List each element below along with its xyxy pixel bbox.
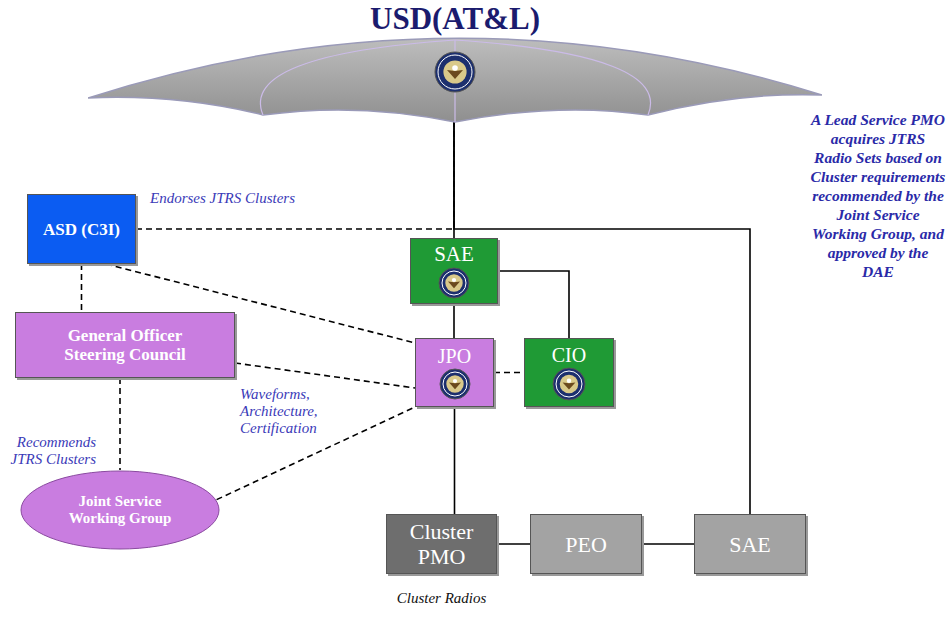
seal-head bbox=[567, 378, 571, 382]
seal-head bbox=[452, 278, 456, 282]
solid-connector bbox=[453, 304, 455, 338]
dashed-connector bbox=[136, 120, 454, 229]
group-ellipse: Joint Service Working Group bbox=[20, 470, 220, 550]
seal-eagle bbox=[449, 382, 461, 389]
org-box: Cluster PMO bbox=[386, 514, 497, 574]
org-box: SAE bbox=[410, 238, 498, 304]
node-label: ASD (C3I) bbox=[43, 220, 120, 239]
solid-connector bbox=[454, 120, 750, 514]
node-label: Joint Service Working Group bbox=[50, 493, 190, 527]
umbrella-rib bbox=[455, 40, 651, 115]
seal-outer bbox=[553, 368, 585, 400]
seal-head bbox=[452, 378, 456, 382]
org-box: SAE bbox=[694, 514, 806, 574]
seal-outer bbox=[440, 369, 470, 399]
side-note: A Lead Service PMO acquires JTRS Radio S… bbox=[810, 110, 946, 281]
seal-field bbox=[560, 374, 579, 393]
solid-connector bbox=[454, 407, 456, 514]
seal-field bbox=[443, 60, 466, 83]
ellipse-shape bbox=[21, 471, 219, 549]
node-label: PEO bbox=[565, 532, 607, 557]
seal-ring bbox=[443, 372, 467, 396]
seal-field bbox=[446, 375, 463, 392]
connector-label: Recommends JTRS Clusters bbox=[8, 434, 96, 468]
node-label: CIO bbox=[552, 344, 586, 366]
org-box: CIO bbox=[524, 338, 614, 407]
seal-head bbox=[452, 65, 458, 71]
umbrella-rib bbox=[260, 40, 455, 115]
seal-outer bbox=[435, 52, 475, 92]
node-label: SAE bbox=[729, 532, 771, 557]
org-box: General Officer Steering Council bbox=[15, 312, 235, 378]
seal-emblem bbox=[438, 367, 472, 401]
umbrella-title: USD(AT&L) bbox=[370, 2, 540, 36]
umbrella-canopy-shape bbox=[88, 38, 822, 122]
solid-connector bbox=[642, 543, 694, 545]
seal-ring bbox=[442, 271, 466, 295]
box-caption: Cluster Radios bbox=[376, 590, 507, 607]
seal-emblem bbox=[551, 366, 587, 402]
dashed-connector bbox=[235, 363, 415, 388]
node-label: General Officer Steering Council bbox=[41, 326, 209, 364]
seal-field bbox=[445, 274, 462, 291]
org-box: JPO bbox=[415, 338, 494, 407]
dashed-connector bbox=[494, 372, 524, 374]
relation-note: Waveforms, Architecture, Certification bbox=[240, 386, 340, 437]
seal-ring bbox=[438, 55, 472, 89]
connector-label: Endorses JTRS Clusters bbox=[145, 190, 300, 207]
umbrella-node: USD(AT&L) bbox=[88, 0, 822, 135]
solid-connector bbox=[498, 271, 569, 338]
seal-emblem bbox=[433, 50, 477, 94]
seal-eagle bbox=[447, 70, 463, 79]
seal-emblem bbox=[437, 266, 471, 300]
node-label: SAE bbox=[434, 242, 474, 266]
node-label: Cluster PMO bbox=[395, 519, 488, 569]
node-label: JPO bbox=[438, 345, 471, 367]
seal-eagle bbox=[563, 382, 576, 389]
seal-outer bbox=[439, 268, 469, 298]
solid-connector bbox=[497, 543, 530, 545]
seal-eagle bbox=[448, 282, 460, 289]
dashed-connector bbox=[119, 378, 121, 470]
org-box: PEO bbox=[530, 514, 642, 574]
org-box: ASD (C3I) bbox=[27, 194, 136, 264]
dashed-connector bbox=[81, 264, 83, 312]
seal-ring bbox=[556, 371, 582, 397]
